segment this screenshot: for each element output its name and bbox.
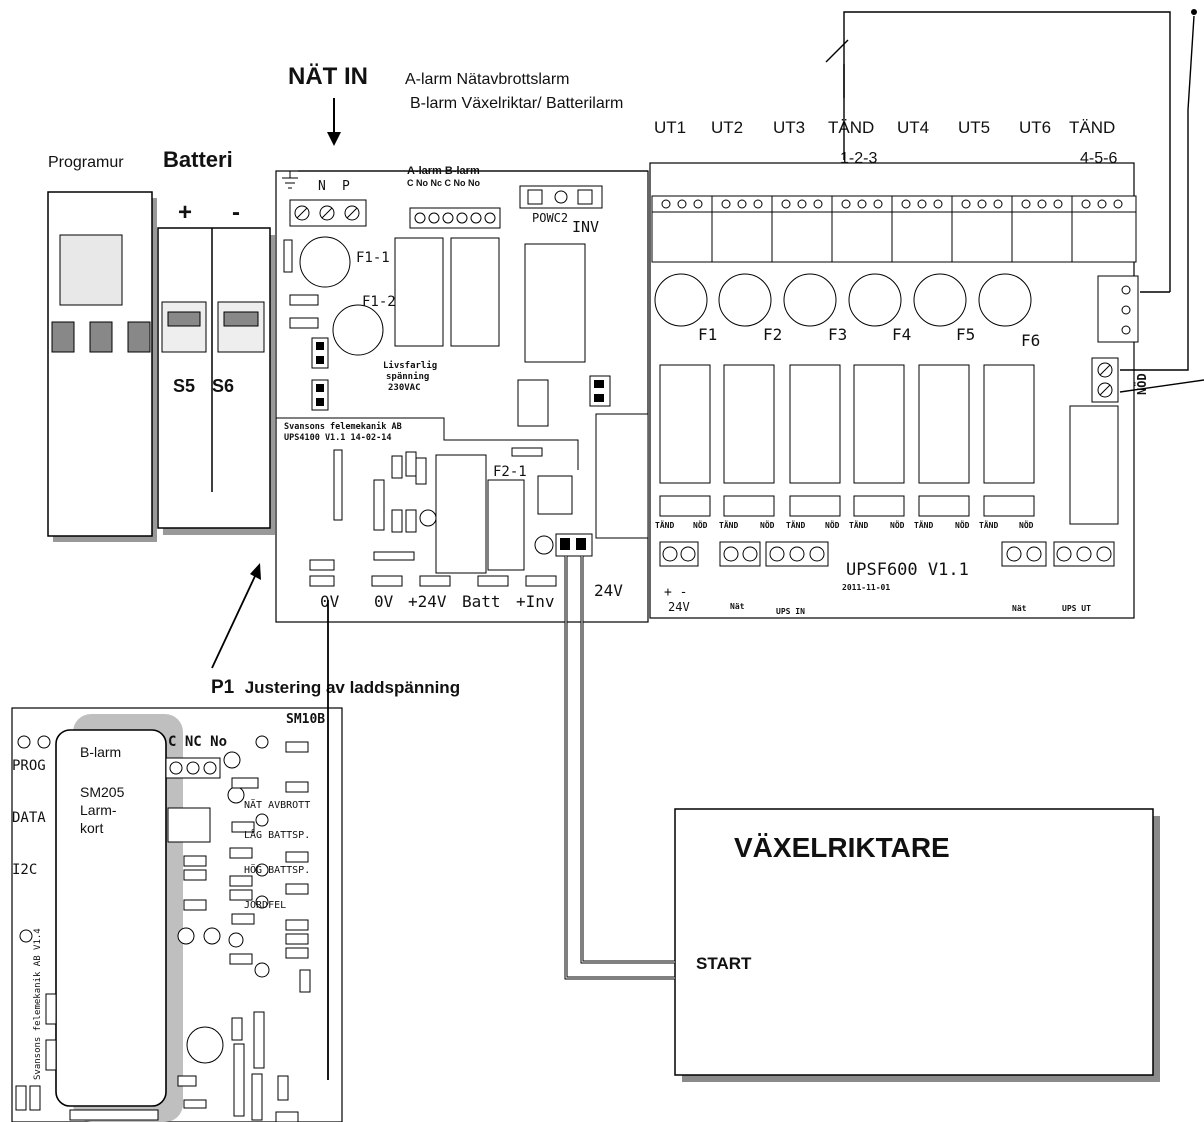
ups-bottom-0v-a: 0V — [320, 592, 340, 611]
svg-text:P: P — [342, 179, 350, 194]
p1-text: Justering av laddspänning — [245, 678, 460, 697]
s5-label: S5 — [173, 376, 195, 396]
inverter-box — [674, 808, 1160, 1082]
battery-minus: - — [232, 199, 240, 226]
upsf-fuse-f3: F3 — [828, 325, 847, 344]
s6-label: S6 — [212, 376, 234, 396]
sm-ind-jord: JORDFEL — [244, 900, 286, 911]
ups-maker: Svansons felemekanik AB — [284, 421, 402, 432]
p1-label: P1 Justering av laddspänning — [211, 677, 460, 698]
sw3-mode-a: TÄND — [786, 520, 805, 530]
sw4-mode-b: NÖD — [890, 520, 905, 530]
svg-text:N: N — [318, 179, 326, 194]
upsf-group-a: 1-2-3 — [840, 150, 877, 167]
sm10b-board — [11, 707, 343, 1122]
b-larm-label: B-larm Växelriktar/ Batterilarm — [410, 95, 623, 112]
inverter-title: VÄXELRIKTARE — [734, 832, 950, 863]
upsf-fuse-f2: F2 — [763, 325, 782, 344]
nat-in-label: NÄT IN — [288, 63, 368, 90]
ups-bottom-24v: +24V — [408, 592, 447, 611]
upsf-out-ut2: UT2 — [711, 118, 743, 137]
ups-fuse-f1-2: F1-2 — [362, 294, 396, 310]
ups-out-24v: 24V — [594, 581, 623, 600]
upsf-out-ut3: UT3 — [773, 118, 805, 137]
upsf-out-ut1: UT1 — [654, 118, 686, 137]
battery-device — [157, 227, 275, 535]
external-wiring — [825, 11, 1204, 393]
sm-card-line-1: B-larm — [80, 744, 121, 760]
powc-label: POWC2 — [532, 211, 568, 225]
ups-bottom-0v-b: 0V — [374, 592, 394, 611]
upsf-out-tand-a: TÄND — [828, 118, 874, 137]
upsf-fuse-f1: F1 — [698, 325, 717, 344]
sw6-mode-b: NÖD — [1019, 520, 1034, 530]
upsf-fuse-f4: F4 — [892, 325, 911, 344]
sm-card-line-2: SM205 — [80, 784, 125, 800]
a-larm-label: A-larm Nätavbrottslarm — [405, 71, 569, 88]
sm-card-line-3: Larm- — [80, 802, 117, 818]
sw4-mode-a: TÄND — [849, 520, 868, 530]
warning-line-1: Livsfarlig — [383, 360, 437, 371]
sm-card-line-4: kort — [80, 820, 103, 836]
upsf-out-ut5: UT5 — [958, 118, 990, 137]
sm-side-data: DATA — [12, 810, 46, 826]
ups-board-header: A-larm B-larm — [407, 165, 480, 177]
upsf-group-b: 4-5-6 — [1080, 150, 1117, 167]
sw5-mode-a: TÄND — [914, 520, 933, 530]
nat-in-arrow — [327, 98, 341, 146]
sw1-mode-a: TÄND — [655, 520, 674, 530]
upsf-term-24v: 24V — [668, 600, 690, 614]
ups-fuse-f1-1: F1-1 — [356, 250, 390, 266]
upsf-out-ut6: UT6 — [1019, 118, 1051, 137]
upsf-term-nat-a: Nät — [730, 602, 745, 611]
upsf-fuse-f5: F5 — [956, 325, 975, 344]
upsf-date: 2011-11-01 — [842, 583, 890, 592]
sm-maker: Svansons felemekanik AB V1.4 — [33, 928, 43, 1080]
batteri-label: Batteri — [163, 147, 233, 172]
programur-label: Programur — [48, 154, 124, 171]
sm-ind-lag: LÅG BATTSP. — [244, 828, 310, 841]
sm-title: SM10B — [286, 712, 325, 727]
programur-device — [47, 191, 157, 542]
p1-tag: P1 — [211, 677, 235, 698]
inverter-start: START — [696, 954, 752, 973]
upsf-term-nat-b: Nät — [1012, 604, 1027, 613]
upsf-out-ut4: UT4 — [897, 118, 929, 137]
warning-line-3: 230VAC — [388, 383, 421, 393]
sw1-mode-b: NÖD — [693, 520, 708, 530]
upsf-term-ups-in: UPS IN — [776, 607, 805, 616]
sw5-mode-b: NÖD — [955, 520, 970, 530]
upsf-term-ups-ut: UPS UT — [1062, 604, 1091, 613]
upsf-nod: NÖD — [1134, 373, 1149, 395]
ups-bottom-inv: +Inv — [516, 592, 555, 611]
sw6-mode-a: TÄND — [979, 520, 998, 530]
upsf600-board — [649, 162, 1139, 619]
warning-line-2: spänning — [386, 371, 429, 382]
sm-cnc: C NC No — [168, 734, 227, 750]
sm-ind-hog: HÖG BATTSP. — [244, 863, 310, 876]
ups-model: UPS4100 V1.1 14-02-14 — [284, 433, 391, 443]
ups-bottom-batt: Batt — [462, 592, 501, 611]
inv-label: INV — [572, 218, 599, 236]
sm-side-prog: PROG — [12, 758, 46, 774]
sm-side-i2c: I2C — [12, 862, 37, 878]
ups4100-board: N P — [275, 170, 649, 623]
upsf-model: UPSF600 V1.1 — [846, 560, 969, 580]
upsf-term-pm: + - — [664, 585, 687, 600]
ups-board-subheader: C No Nc C No No — [407, 178, 481, 188]
sm-ind-nat: NÄT AVBROTT — [244, 798, 310, 811]
start-wiring-inner — [565, 556, 675, 979]
sw2-mode-a: TÄND — [719, 520, 738, 530]
sw3-mode-b: NÖD — [825, 520, 840, 530]
sw2-mode-b: NÖD — [760, 520, 775, 530]
battery-plus: + — [178, 199, 192, 226]
upsf-out-tand-b: TÄND — [1069, 118, 1115, 137]
upsf-fuse-f6: F6 — [1021, 331, 1040, 350]
ups-fuse-f2-1: F2-1 — [493, 464, 527, 480]
p1-arrow — [211, 563, 261, 669]
